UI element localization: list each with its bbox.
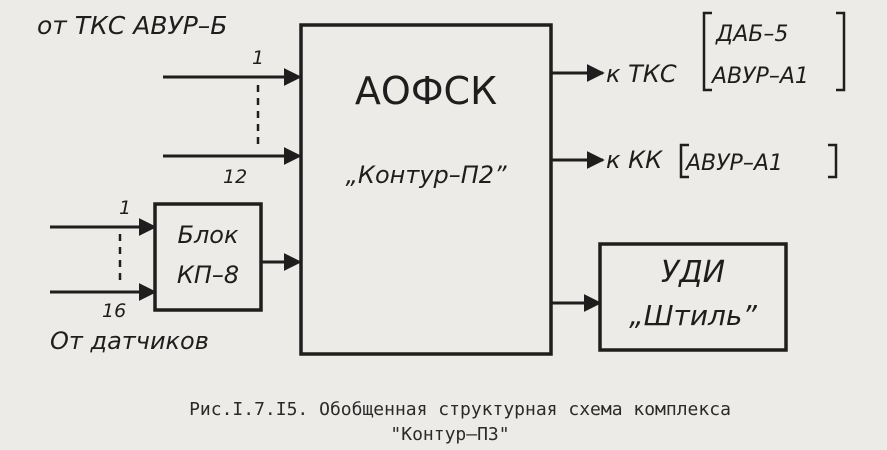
kp8-block [153, 202, 263, 312]
kp8-block-line2: КП–8 [177, 261, 239, 289]
input-top-first-label: 1 [252, 47, 264, 69]
figure-caption-line1: Рис.I.7.I5. Обобщенная структурная схема… [189, 399, 731, 420]
output-tks-right-bracket [836, 11, 846, 92]
input-bottom-last-label: 16 [102, 300, 126, 322]
output-tks-item2: АВУР–А1 [710, 64, 809, 89]
output-tks-left-bracket [702, 11, 712, 92]
udi-block [598, 242, 788, 352]
main-block-subtitle: „Контур–П2” [345, 161, 507, 189]
output-kk-right-bracket [828, 143, 838, 179]
output-kk-item: АВУР–А1 [684, 151, 783, 176]
bottom-source-label: От датчиков [50, 327, 209, 355]
output-tks-item1: ДАБ–5 [715, 22, 788, 47]
input-top-last-label: 12 [223, 166, 247, 188]
output-tks-prefix: к ТКС [606, 60, 677, 88]
udi-block-line2: „Штиль” [629, 299, 757, 332]
input-bottom-first-label: 1 [119, 197, 131, 219]
main-block-title: АОФСК [355, 69, 497, 113]
output-kk-left-bracket [679, 143, 689, 179]
figure-caption-line2: "Контур–ПЗ" [390, 424, 509, 445]
output-kk-prefix: к КК [606, 146, 663, 174]
top-source-label: от ТКС АВУР–Б [37, 11, 227, 40]
udi-block-line1: УДИ [661, 255, 725, 290]
main-block-aofsk [299, 23, 553, 356]
kp8-block-line1: Блок [178, 221, 239, 249]
